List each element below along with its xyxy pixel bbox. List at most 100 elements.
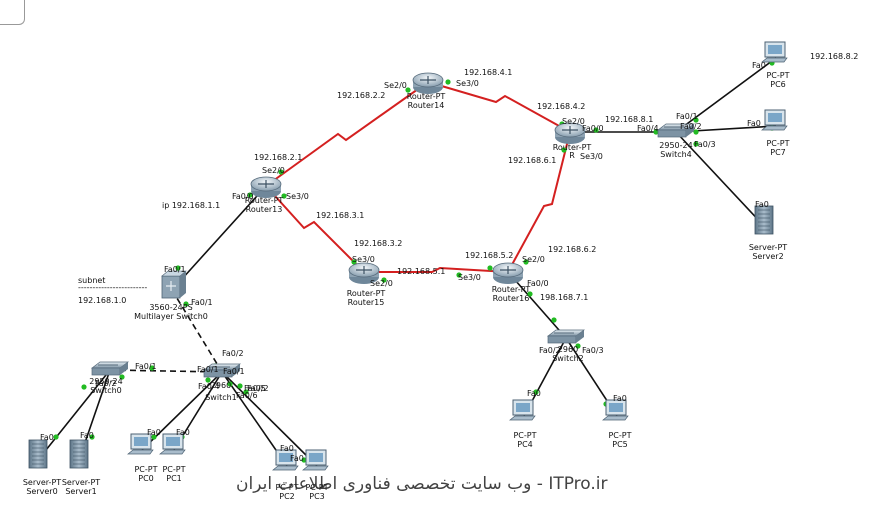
link-switch4-pc6[interactable]	[675, 57, 777, 133]
link-router13-router14[interactable]	[265, 81, 429, 187]
device-model-label: 2950-24	[89, 377, 122, 386]
port-status-dot	[575, 343, 581, 349]
pc-icon	[127, 433, 154, 455]
interface-label: Fa0	[755, 200, 769, 209]
link-switch1-pc3[interactable]	[221, 371, 318, 467]
interface-label: 192.168.4.1	[464, 68, 512, 77]
device-name-label: Switch1	[205, 393, 237, 402]
devices-layer: Router-PTRouter14Router-PTRouter13Router…	[23, 41, 790, 501]
pc-icon	[509, 399, 536, 421]
port-status-dot	[693, 141, 699, 147]
device-model-label: Router-PT	[553, 143, 592, 152]
port-status-dot	[227, 381, 233, 387]
interface-label: Fa0/2	[247, 384, 269, 393]
port-status-dot	[247, 192, 253, 198]
port-status-dot	[81, 384, 87, 390]
pc-icon	[602, 399, 629, 421]
interface-label: Fa0/0	[527, 279, 549, 288]
link-router16-switch2[interactable]	[507, 271, 567, 339]
port-status-dot	[693, 117, 699, 123]
server-icon	[69, 439, 89, 469]
pc-icon	[272, 449, 299, 471]
interface-label: Fa0/6	[236, 391, 258, 400]
interface-label: Fa0/5	[244, 384, 266, 393]
interface-label: Fa0/1	[676, 112, 698, 121]
interface-label: 192.168.3.2	[354, 239, 402, 248]
link-router15-router16[interactable]	[364, 266, 509, 273]
interface-label: Fa0/2	[680, 122, 702, 131]
interface-label: Fa0/4	[198, 382, 220, 391]
interface-label: 192.168.5.2	[465, 251, 513, 260]
router-icon	[250, 176, 282, 198]
port-status-dot	[281, 193, 287, 199]
device-model-label: PC-PT	[766, 139, 789, 148]
link-router13-mls0[interactable]	[171, 185, 267, 291]
subnet-note: subnet ------------------------ 192.168.…	[78, 276, 147, 305]
port-status-dot	[237, 383, 243, 389]
interface-label: Fa0/2	[95, 379, 117, 388]
switch-icon	[546, 329, 586, 344]
server-icon	[28, 439, 48, 469]
subnet-value: 192.168.1.0	[78, 296, 127, 305]
link-switch0-server0[interactable]	[37, 369, 111, 461]
device-model-label: 2960	[211, 381, 231, 390]
watermark: ITPro.ir - وب سایت تخصصی فناوری اطلاعات …	[236, 474, 608, 494]
interface-label: Fa0/0	[232, 192, 254, 201]
device-model-label: PC-PT	[134, 465, 157, 474]
interface-label: 198.168.7.1	[540, 293, 588, 302]
link-mls0-switch1[interactable]	[171, 289, 223, 373]
device-name-label: Server2	[752, 252, 783, 261]
interface-label: Se3/0	[458, 273, 481, 282]
interface-label: Fa0/3	[582, 346, 604, 355]
interface-label: Se2/0	[370, 279, 393, 288]
device-model-label: Server-PT	[749, 243, 787, 252]
port-status-dot	[381, 277, 387, 283]
link-switch4-server2[interactable]	[675, 131, 765, 227]
device-routerR[interactable]: Router-PTR	[553, 122, 592, 160]
subnet-title: subnet	[78, 276, 106, 285]
port-status-dot	[183, 301, 189, 307]
device-name-label: PC6	[770, 80, 786, 89]
links-layer	[37, 57, 777, 467]
device-model-label: PC-PT	[513, 431, 536, 440]
device-model-label: 2950-24	[659, 141, 692, 150]
device-name-label: R	[569, 151, 575, 160]
canvas-corner	[0, 0, 25, 25]
link-routerR-router16[interactable]	[507, 131, 571, 273]
interface-label: Fa0	[176, 428, 190, 437]
pc-icon	[761, 109, 788, 131]
interface-label: Se2/0	[262, 166, 285, 175]
port-indicators	[53, 60, 775, 463]
interface-label: 192.168.2.2	[337, 91, 385, 100]
link-switch0-switch1[interactable]	[109, 369, 223, 373]
interface-label: 192.168.2.1	[254, 153, 302, 162]
device-name-label: Server1	[65, 487, 96, 496]
device-name-label: Switch0	[90, 386, 122, 395]
link-router14-routerR[interactable]	[427, 81, 571, 133]
link-router13-router15[interactable]	[265, 185, 365, 273]
device-name-label: PC5	[612, 440, 628, 449]
device-model-label: 2960	[558, 345, 578, 354]
port-status-dot	[693, 129, 699, 135]
